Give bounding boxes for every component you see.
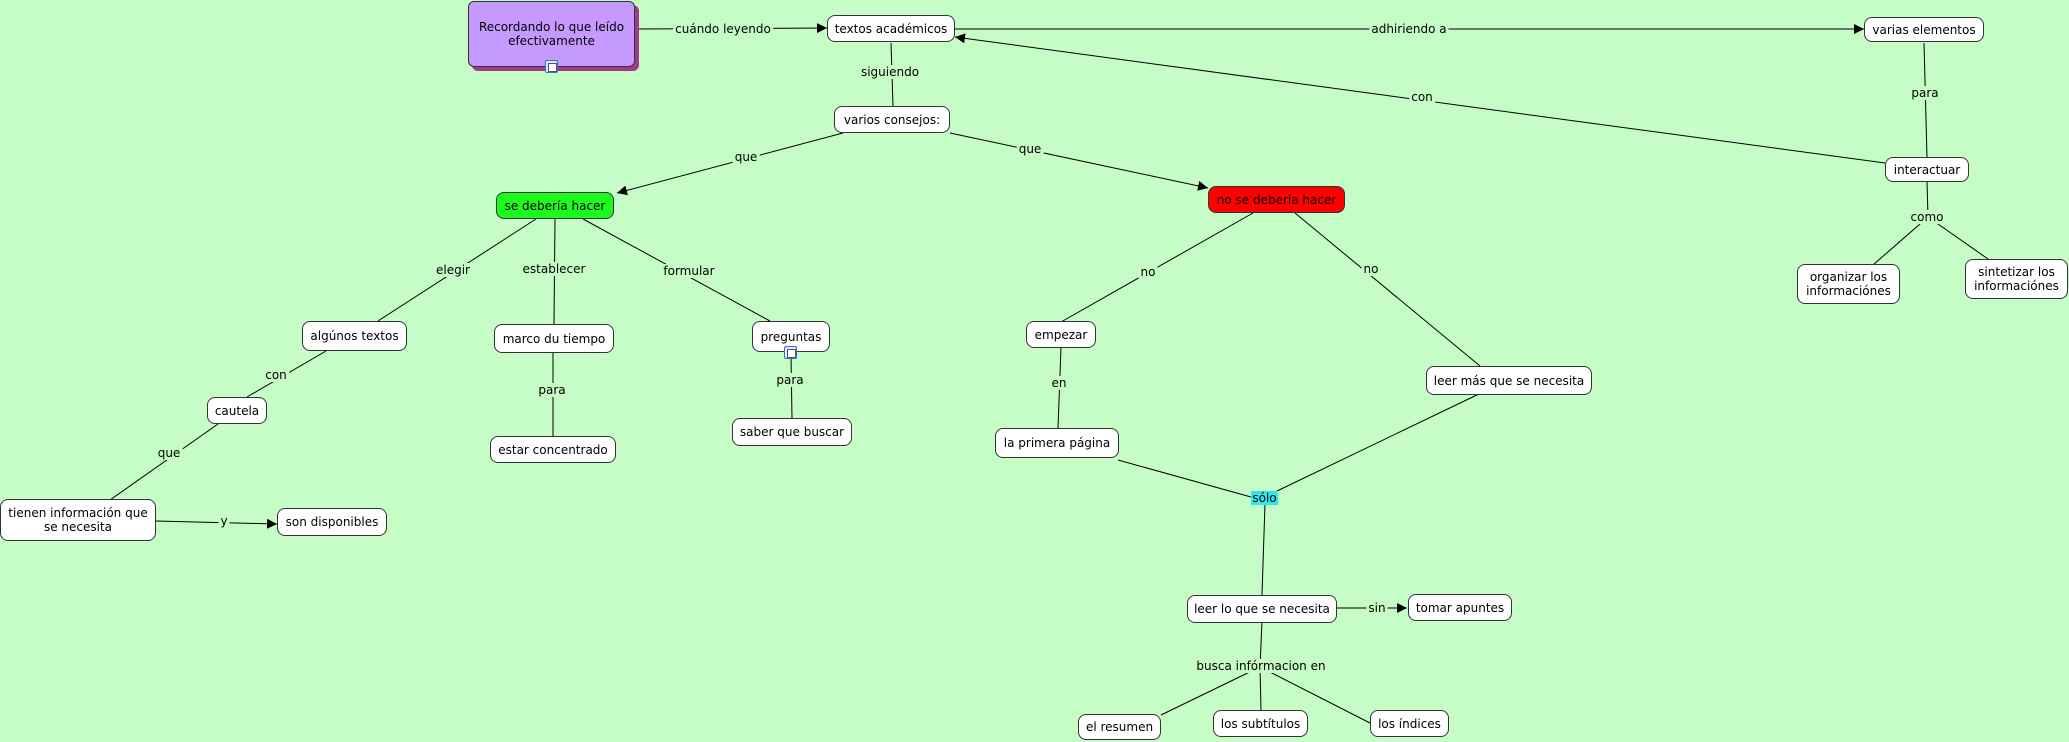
link-label-para: para	[774, 373, 806, 387]
node-label: leer más que se necesita	[1433, 373, 1585, 388]
link-label-busca-informacion-en: busca infórmacion en	[1194, 659, 1328, 673]
node-solo[interactable]: sólo	[1251, 491, 1278, 505]
node-label: no se debería hacer	[1216, 192, 1337, 207]
node-tomar-apuntes[interactable]: tomar apuntes	[1408, 594, 1512, 621]
link-label-establecer: establecer	[520, 262, 588, 276]
node-label: se debería hacer	[504, 198, 606, 213]
document-icon[interactable]	[545, 60, 558, 73]
node-cautela[interactable]: cautela	[207, 397, 267, 424]
link-label-que: que	[1016, 142, 1044, 156]
link-label-no: no	[1138, 265, 1158, 279]
node-label: saber que buscar	[739, 425, 845, 439]
node-label: estar concentrado	[498, 442, 608, 457]
node-no-se-deberia-hacer[interactable]: no se debería hacer	[1208, 186, 1345, 213]
link-label-con: con	[1409, 90, 1435, 104]
link-label-que: que	[155, 446, 183, 460]
node-los-indices[interactable]: los índices	[1370, 710, 1449, 737]
node-varias-elementos[interactable]: varias elementos	[1864, 17, 1984, 42]
node-leer-mas[interactable]: leer más que se necesita	[1426, 366, 1592, 395]
node-label: el resumen	[1085, 720, 1154, 734]
image-icon[interactable]	[784, 346, 797, 359]
node-label: algúnos textos	[310, 329, 399, 343]
node-label: los subtítulos	[1220, 716, 1301, 731]
node-label: preguntas	[760, 329, 822, 344]
node-tienen-informacion[interactable]: tienen información que se necesita	[0, 499, 156, 541]
node-label: interactuar	[1893, 162, 1961, 177]
link-label-no: no	[1361, 262, 1381, 276]
node-empezar[interactable]: empezar	[1026, 321, 1096, 348]
node-label: tienen información que se necesita	[8, 506, 148, 534]
node-leer-lo-que-se-necesita[interactable]: leer lo que se necesita	[1187, 595, 1337, 623]
link-label-adhiriendo-a: adhiriendo a	[1369, 22, 1449, 36]
link-label-con: con	[263, 368, 289, 382]
node-interactuar[interactable]: interactuar	[1885, 157, 1969, 182]
node-label: los índices	[1378, 716, 1441, 731]
node-label: textos académicos	[834, 21, 948, 36]
node-label: varias elementos	[1872, 22, 1976, 37]
node-label: leer lo que se necesita	[1194, 602, 1330, 616]
node-label: son disponibles	[285, 515, 379, 529]
link-label-elegir: elegir	[434, 263, 472, 277]
node-label: organizar los informaciónes	[1806, 270, 1891, 298]
link-label-formular: formular	[661, 264, 717, 278]
node-estar-concentrado[interactable]: estar concentrado	[490, 436, 616, 463]
link-label-que: que	[732, 150, 760, 164]
node-los-subtitulos[interactable]: los subtítulos	[1213, 710, 1308, 737]
node-label: marco du tiempo	[502, 331, 606, 346]
node-label: sintetizar los informaciónes	[1974, 265, 2059, 293]
node-el-resumen[interactable]: el resumen	[1078, 714, 1161, 740]
link-label-y: y	[218, 514, 230, 528]
node-se-deberia-hacer[interactable]: se debería hacer	[496, 192, 614, 219]
node-marco-du-tiempo[interactable]: marco du tiempo	[494, 324, 614, 353]
link-label-en: en	[1049, 376, 1069, 390]
node-organizar[interactable]: organizar los informaciónes	[1797, 264, 1900, 304]
node-label: la primera página	[1003, 436, 1111, 450]
node-son-disponibles[interactable]: son disponibles	[277, 508, 387, 536]
root-node[interactable]: Recordando lo que leído efectivamente	[468, 1, 635, 67]
node-label: cautela	[214, 403, 260, 418]
node-label: tomar apuntes	[1415, 600, 1505, 615]
node-label: varios consejos:	[843, 112, 941, 127]
node-label: empezar	[1034, 327, 1088, 342]
node-varios-consejos[interactable]: varios consejos:	[834, 106, 950, 133]
node-sintetizar[interactable]: sintetizar los informaciónes	[1965, 259, 2068, 299]
link-label-para: para	[1909, 86, 1941, 100]
link-label-cuando-leyendo: cuándo leyendo	[673, 22, 773, 36]
link-label-sin: sin	[1366, 601, 1388, 615]
root-node-label: Recordando lo que leído efectivamente	[478, 20, 625, 48]
node-la-primera-pagina[interactable]: la primera página	[995, 428, 1119, 458]
link-label-como: como	[1908, 210, 1946, 224]
node-saber-que-buscar[interactable]: saber que buscar	[732, 418, 852, 446]
node-algunos-textos[interactable]: algúnos textos	[302, 321, 407, 351]
node-label: sólo	[1252, 491, 1277, 505]
link-label-para: para	[536, 383, 568, 397]
link-label-siguiendo: siguiendo	[858, 65, 922, 79]
node-textos-academicos[interactable]: textos académicos	[827, 15, 955, 42]
